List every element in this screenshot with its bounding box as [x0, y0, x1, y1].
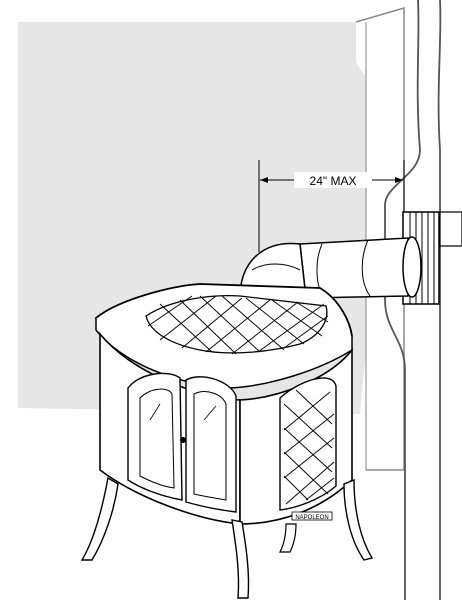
brand-plate-text: NAPOLEON: [295, 515, 328, 521]
dimension-label-bg: [294, 172, 372, 188]
chimney-outline: [384, 0, 421, 600]
dimension-label: 24" MAX: [310, 174, 357, 188]
glass-left: [139, 388, 175, 489]
termination-cap: [439, 211, 462, 247]
leg-front-center: [231, 519, 250, 599]
side-panel-lattice: [283, 389, 335, 505]
vent-pipe-collar: [402, 236, 422, 298]
top-grille: [145, 294, 328, 354]
glass-reflection-lines: [149, 403, 217, 421]
leg-front-left: [80, 476, 119, 561]
door-handle: [180, 437, 186, 443]
leg-back: [279, 523, 297, 553]
top-grille-lattice: [147, 295, 329, 355]
dimension-arrow-right: [395, 177, 403, 183]
leg-side-right: [343, 478, 374, 561]
side-panel: [279, 377, 337, 511]
elbow-seam: [251, 263, 301, 271]
dimension-arrow-left: [260, 177, 268, 183]
pipe-seam-2: [361, 239, 371, 297]
chimney-outline-inner: [437, 0, 442, 600]
glass-right: [193, 391, 227, 501]
brand-plate: [291, 511, 333, 521]
